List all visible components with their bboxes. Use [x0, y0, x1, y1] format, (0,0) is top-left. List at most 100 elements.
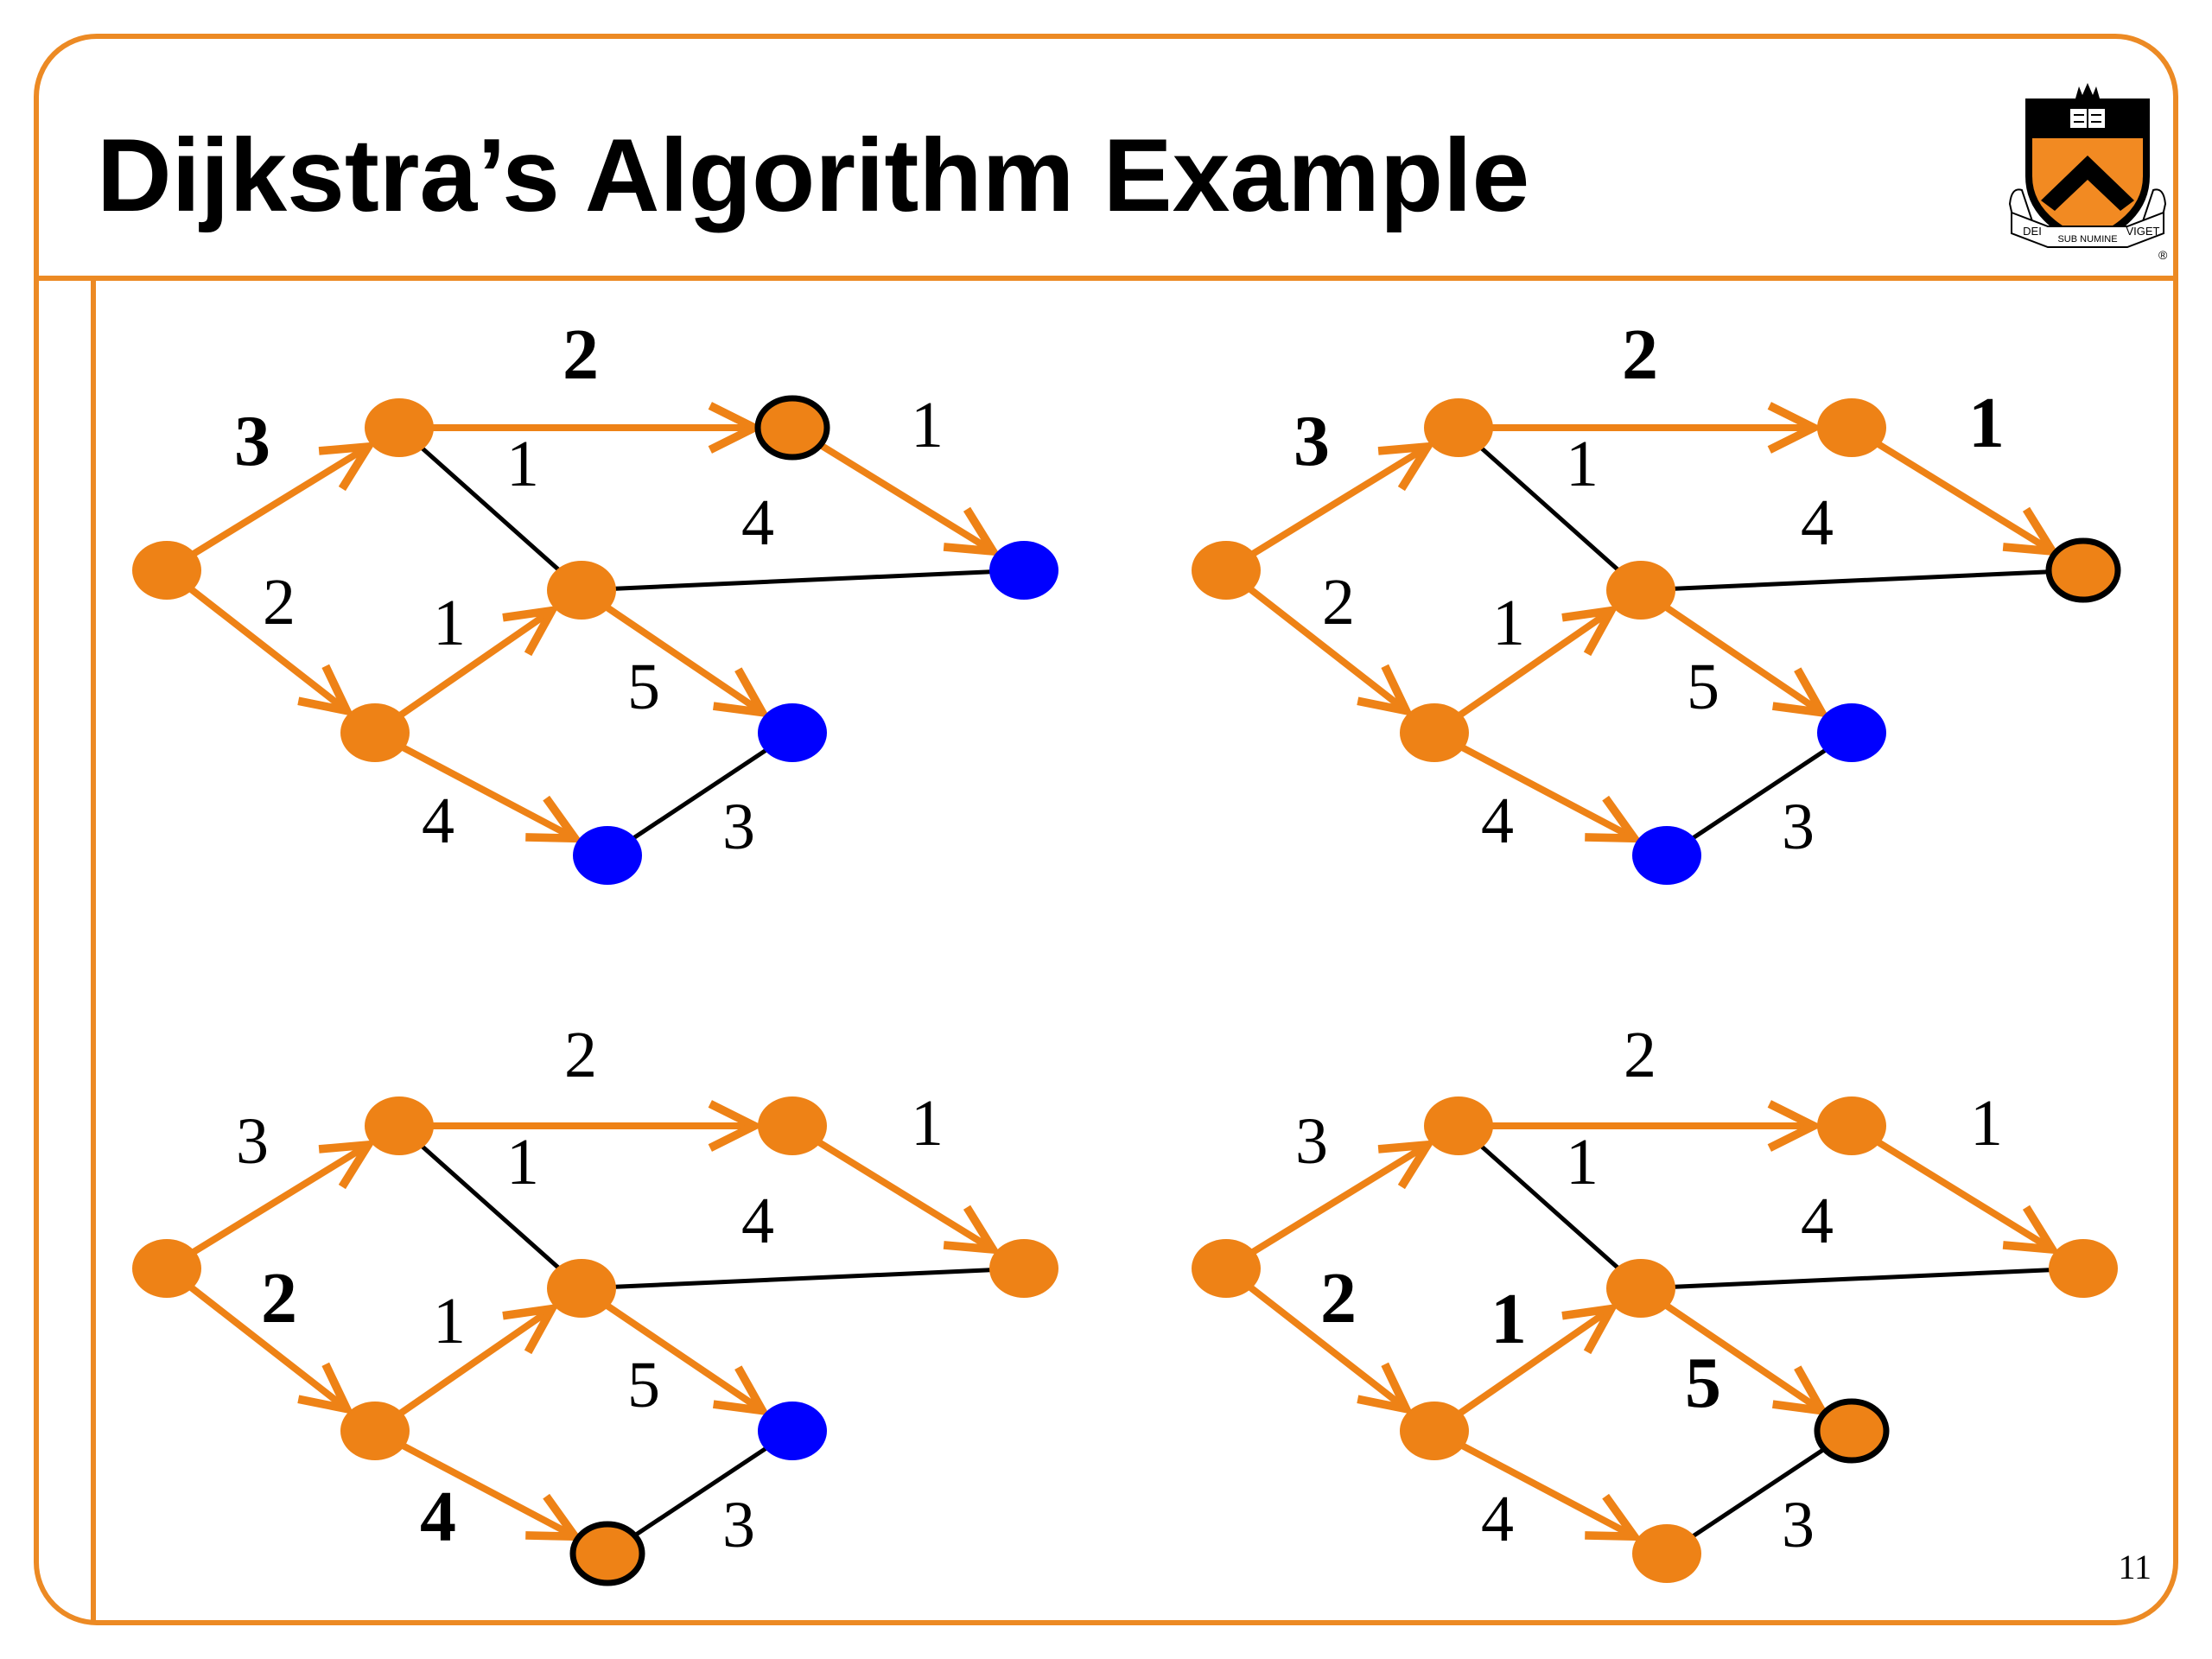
- edge-s-a: [1224, 1145, 1427, 1272]
- weight-a-c: 2: [563, 315, 599, 395]
- edge-c-e: [1849, 424, 2052, 551]
- node-e: [989, 541, 1058, 600]
- edge-d-f: [579, 587, 762, 713]
- slide-title: Dijkstra’s Algorithm Example: [97, 118, 1530, 233]
- edge-b-g: [373, 1427, 575, 1536]
- motto-left: DEI: [2023, 225, 2042, 238]
- edge-c-e: [1849, 1122, 2052, 1249]
- weight-c-e: 1: [911, 389, 944, 461]
- weight-g-f: 3: [722, 1489, 755, 1561]
- node-a: [1424, 398, 1493, 457]
- node-s: [1192, 1239, 1261, 1298]
- node-g: [1632, 1524, 1701, 1583]
- edge-d-e: [1640, 1266, 2084, 1291]
- node-c: [758, 1096, 827, 1155]
- weight-b-d: 1: [1492, 587, 1525, 659]
- weight-b-d: 1: [1491, 1279, 1527, 1359]
- weight-a-d: 1: [1566, 1126, 1599, 1198]
- motto-center: SUB NUMINE: [2057, 234, 2117, 245]
- edge-g-f: [1665, 730, 1853, 858]
- weight-g-f: 3: [1782, 1489, 1815, 1561]
- princeton-shield-logo: DEI SUB NUMINE VIGET ®: [2008, 83, 2168, 261]
- weight-s-a: 3: [236, 1105, 269, 1178]
- shield-icon: [2025, 83, 2150, 247]
- node-b: [340, 703, 410, 762]
- node-a: [365, 1096, 434, 1155]
- frame-border: [34, 34, 2178, 1625]
- weight-c-e: 1: [911, 1087, 944, 1160]
- node-s: [1192, 541, 1261, 600]
- weight-b-g: 4: [422, 785, 454, 857]
- weight-g-f: 3: [1782, 791, 1815, 863]
- edge-c-e: [790, 424, 993, 551]
- weight-b-d: 1: [433, 1285, 466, 1357]
- node-f: [1814, 1398, 1890, 1464]
- node-g: [569, 1521, 645, 1586]
- node-f: [758, 1402, 827, 1460]
- registered-mark: ®: [2158, 248, 2168, 261]
- weight-a-d: 1: [506, 1126, 539, 1198]
- weight-a-c: 2: [1624, 1019, 1656, 1091]
- node-s: [132, 1239, 201, 1298]
- weight-d-e: 4: [1801, 486, 1834, 559]
- node-e: [989, 1239, 1058, 1298]
- weight-a-d: 1: [1566, 428, 1599, 500]
- node-s: [132, 541, 201, 600]
- weight-b-g: 4: [1481, 785, 1514, 857]
- edge-s-b: [164, 567, 346, 711]
- edge-c-e: [790, 1122, 993, 1249]
- weight-b-g: 4: [420, 1477, 456, 1557]
- node-d: [1606, 1259, 1675, 1318]
- node-e: [2049, 1239, 2118, 1298]
- node-g: [573, 826, 642, 885]
- edge-d-e: [581, 568, 1025, 593]
- node-b: [340, 1402, 410, 1460]
- node-c: [1817, 1096, 1886, 1155]
- weight-s-a: 3: [1295, 1105, 1328, 1178]
- node-c: [754, 395, 830, 461]
- edge-s-a: [1224, 447, 1427, 574]
- node-d: [547, 1259, 616, 1318]
- edge-g-f: [606, 730, 794, 858]
- edge-d-f: [579, 1285, 762, 1411]
- weight-d-f: 5: [1687, 651, 1719, 723]
- weight-s-b: 2: [1322, 566, 1355, 639]
- weight-c-e: 1: [1968, 383, 2005, 463]
- edge-b-g: [1433, 1427, 1634, 1536]
- node-f: [758, 703, 827, 762]
- edge-s-b: [1224, 1265, 1406, 1409]
- node-b: [1400, 1402, 1469, 1460]
- edge-b-d: [1432, 1309, 1611, 1434]
- edge-b-g: [373, 729, 575, 838]
- node-c: [1817, 398, 1886, 457]
- weight-s-a: 3: [1294, 401, 1330, 481]
- weight-d-e: 4: [741, 1185, 774, 1257]
- edge-d-f: [1638, 1285, 1821, 1411]
- edge-g-f: [1665, 1428, 1853, 1556]
- weight-d-f: 5: [1685, 1343, 1721, 1423]
- edge-b-d: [372, 611, 552, 736]
- edge-a-d: [397, 426, 583, 592]
- edge-g-f: [606, 1428, 794, 1556]
- weight-a-c: 2: [564, 1019, 597, 1091]
- edge-b-g: [1433, 729, 1634, 838]
- weight-b-d: 1: [433, 587, 466, 659]
- edge-b-d: [372, 1309, 552, 1434]
- weight-d-f: 5: [627, 1349, 660, 1421]
- motto-banner: [2008, 188, 2167, 248]
- edge-a-d: [1457, 1124, 1643, 1290]
- weight-d-f: 5: [627, 651, 660, 723]
- weight-g-f: 3: [722, 791, 755, 863]
- weight-d-e: 4: [741, 486, 774, 559]
- weight-s-a: 3: [234, 401, 270, 481]
- node-g: [1632, 826, 1701, 885]
- edge-a-d: [1457, 426, 1643, 592]
- node-a: [365, 398, 434, 457]
- edge-s-b: [1224, 567, 1406, 711]
